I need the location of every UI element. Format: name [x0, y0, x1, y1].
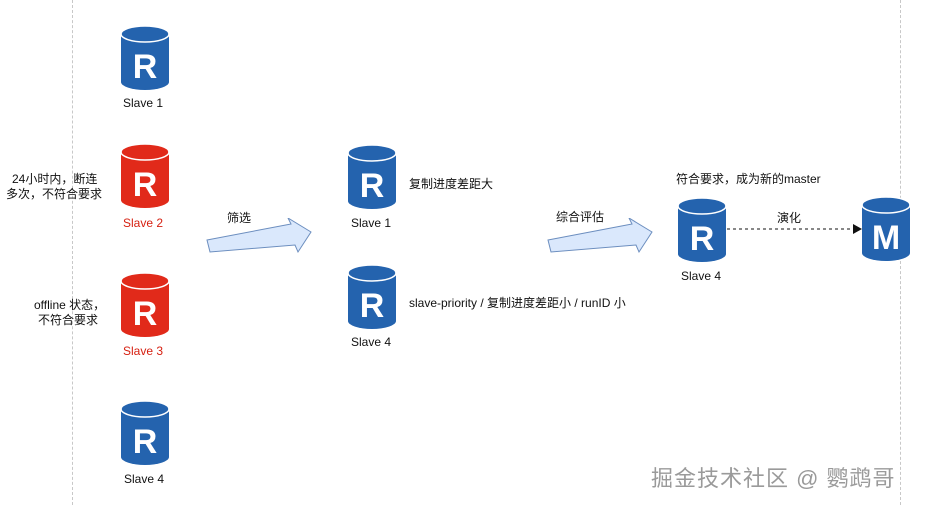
database-letter: R — [133, 48, 158, 86]
database-letter: R — [360, 167, 385, 205]
filter-arrow — [206, 218, 312, 254]
divider-left — [72, 0, 73, 505]
database-icon-master: M — [861, 196, 911, 261]
database-icon-middle-slave-1: R — [347, 144, 397, 209]
middle-slave-4-note: slave-priority / 复制进度差距小 / runID 小 — [409, 296, 626, 310]
database-letter: R — [133, 295, 158, 333]
database-icon-middle-slave-4: R — [347, 264, 397, 329]
database-letter: R — [133, 423, 158, 461]
slave-1-label: Slave 1 — [123, 96, 164, 110]
selected-slave-note: 符合要求，成为新的master — [676, 172, 821, 186]
slave-3-label: Slave 3 — [123, 344, 164, 358]
evolve-dashed-arrow — [727, 224, 862, 234]
database-letter: R — [360, 287, 385, 325]
slave-3-note-line-1: offline 状态， — [34, 298, 106, 312]
filter-step-label: 筛选 — [227, 211, 252, 225]
slave-4-label: Slave 4 — [124, 472, 165, 486]
slave-2-note-line-1: 24小时内，断连 — [12, 172, 98, 186]
middle-slave-1-label: Slave 1 — [351, 216, 392, 230]
database-icon-slave-1: R — [120, 25, 170, 90]
database-icon-selected-slave-4: R — [677, 197, 727, 262]
evaluate-step-label: 综合评估 — [556, 210, 605, 224]
database-icon-slave-2: R — [120, 143, 170, 208]
database-icon-slave-3: R — [120, 272, 170, 337]
slave-2-note-line-2: 多次，不符合要求 — [6, 187, 103, 201]
middle-slave-4-label: Slave 4 — [351, 335, 392, 349]
middle-slave-1-note: 复制进度差距大 — [409, 177, 494, 191]
database-letter: M — [872, 219, 900, 257]
database-letter: R — [690, 220, 715, 258]
slave-2-label: Slave 2 — [123, 216, 164, 230]
database-letter: R — [133, 166, 158, 204]
watermark: 掘金技术社区 @ 鹦鹉哥 — [651, 466, 896, 491]
evaluate-arrow — [547, 218, 653, 254]
database-icon-slave-4: R — [120, 400, 170, 465]
selected-slave-label: Slave 4 — [681, 269, 722, 283]
slave-3-note-line-2: 不符合要求 — [38, 313, 99, 327]
evolve-label: 演化 — [777, 211, 802, 225]
